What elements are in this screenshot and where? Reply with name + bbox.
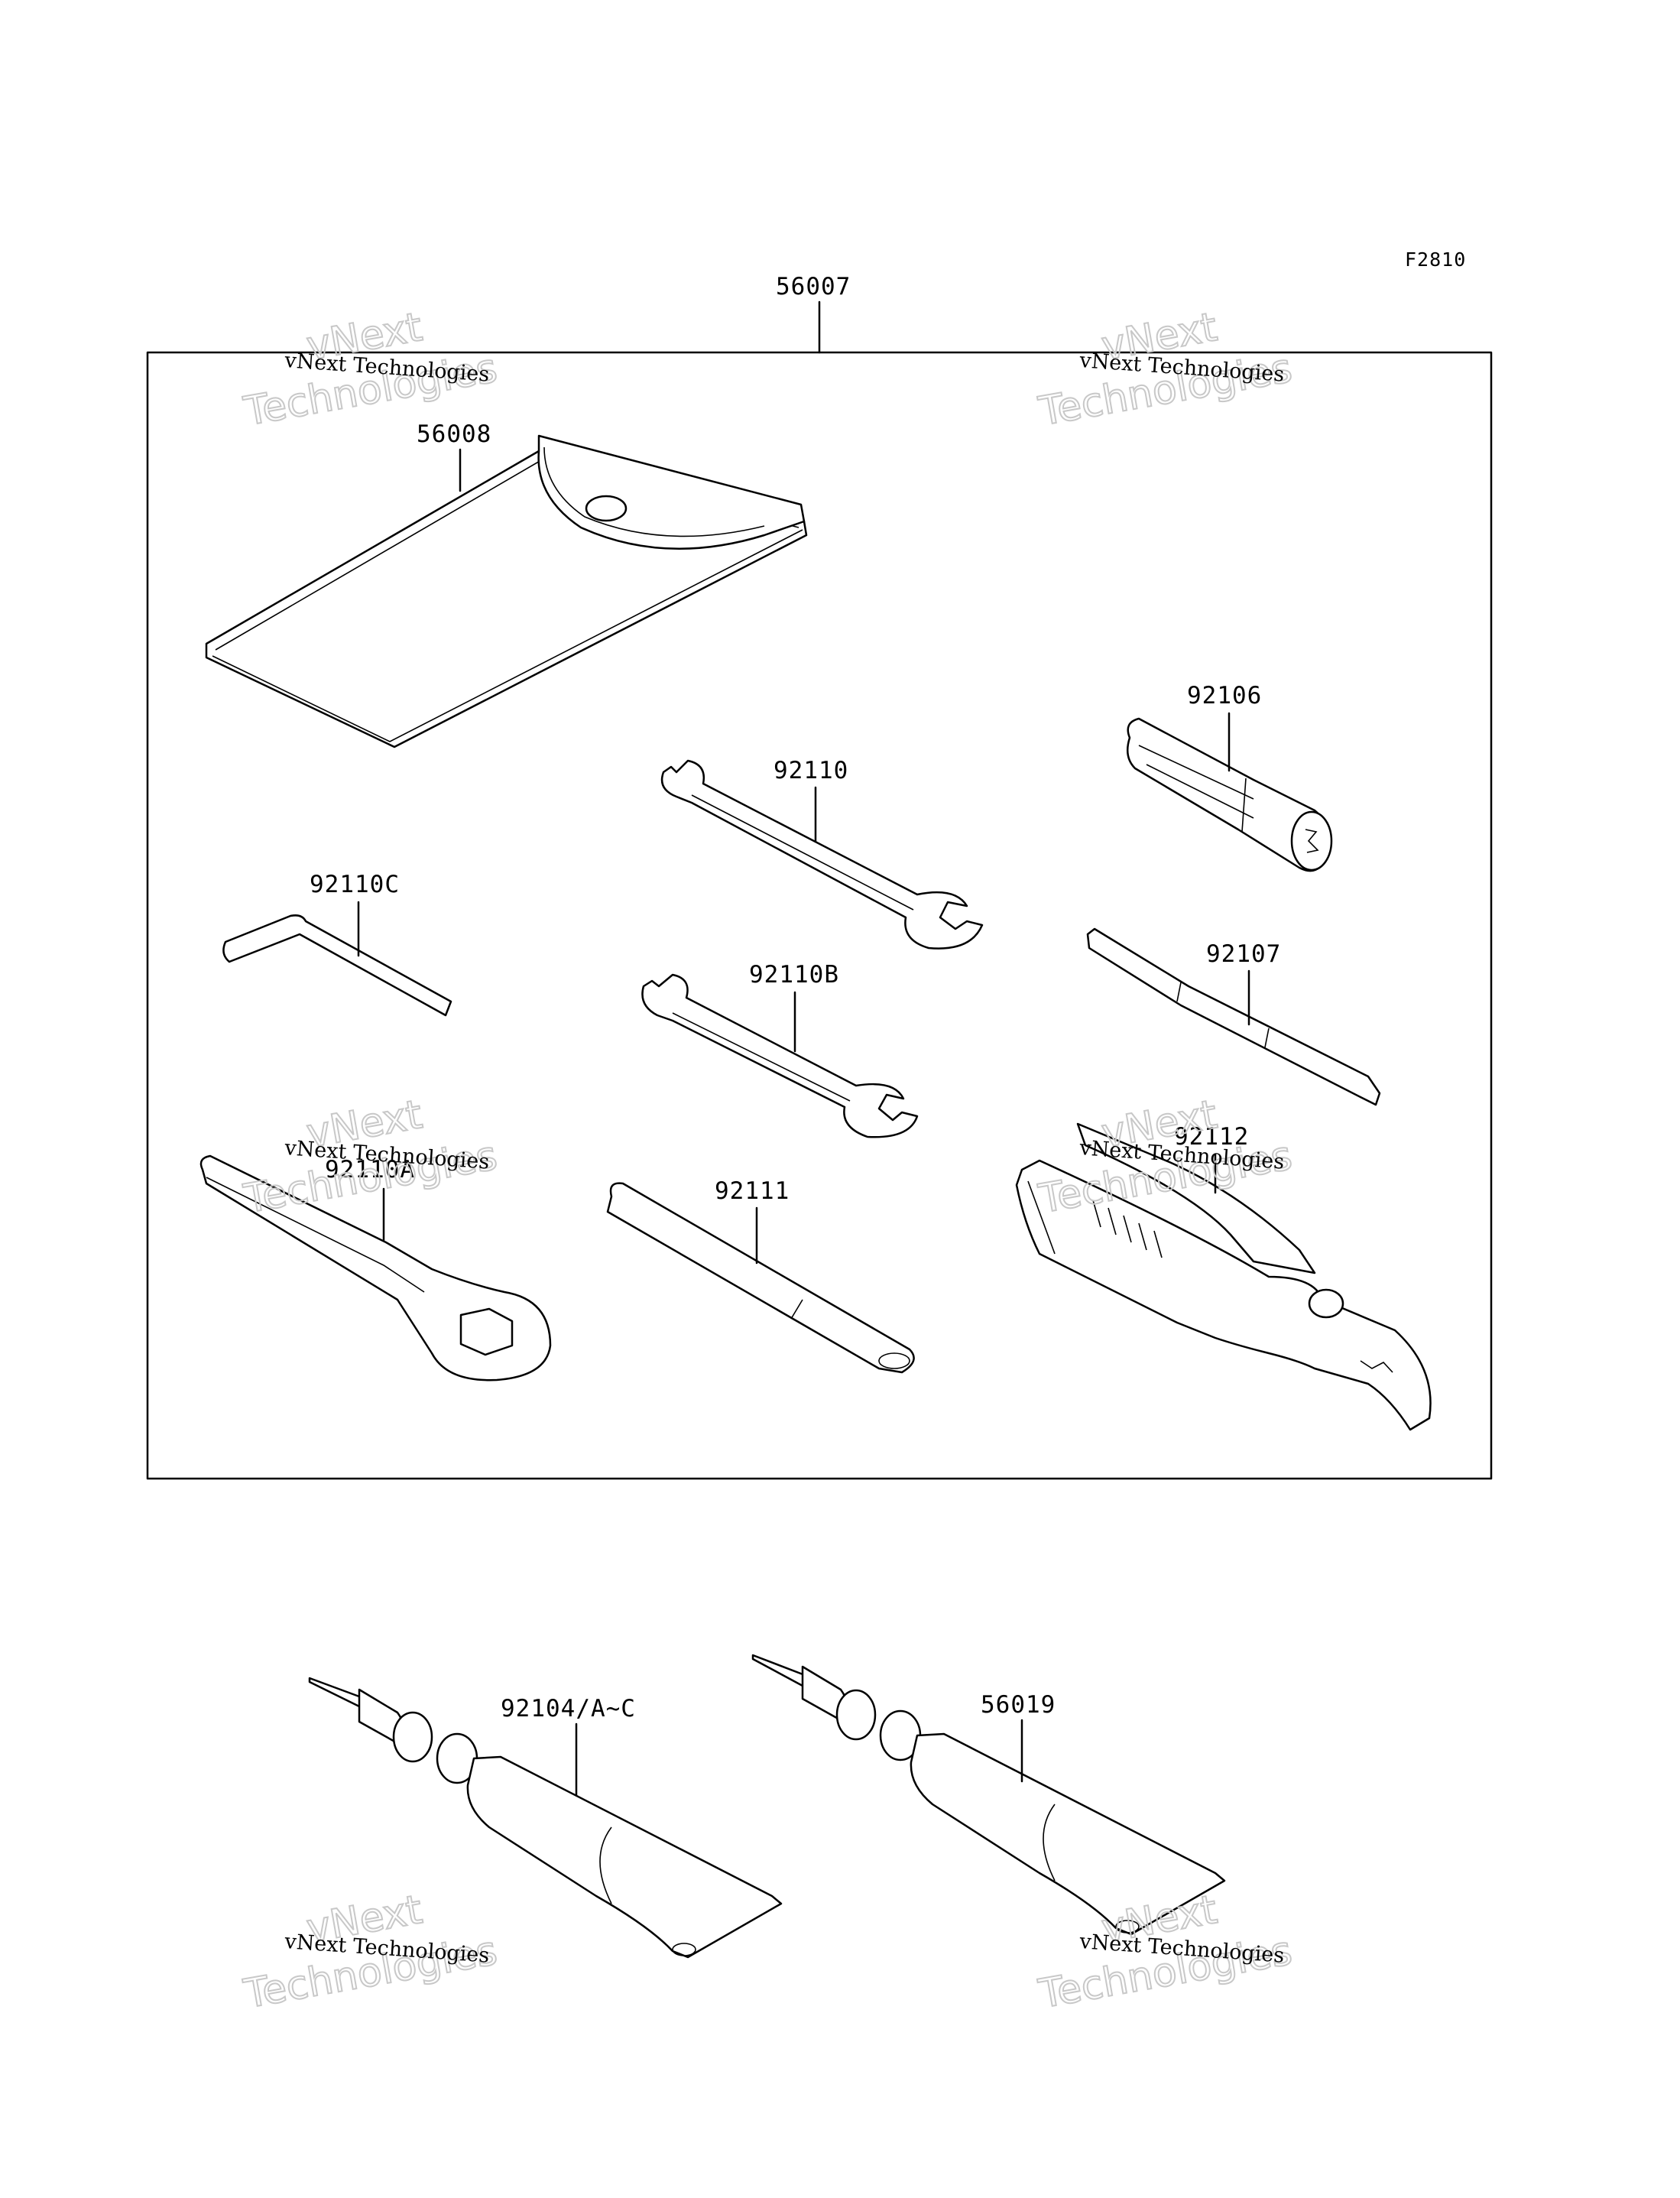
figure-code: F2810 bbox=[1405, 248, 1466, 271]
grease-tube-1 bbox=[308, 1677, 783, 1959]
part-label-92107[interactable]: 92107 bbox=[1206, 940, 1281, 968]
screwdriver-grip bbox=[1126, 717, 1333, 872]
open-wrench-92110 bbox=[660, 759, 984, 950]
part-label-56007[interactable]: 56007 bbox=[776, 273, 851, 300]
part-label-56008[interactable]: 56008 bbox=[417, 420, 491, 448]
part-label-92110c[interactable]: 92110C bbox=[310, 871, 400, 898]
pliers bbox=[1015, 1122, 1432, 1431]
part-label-92104[interactable]: 92104/A~C bbox=[501, 1695, 636, 1722]
part-label-56019[interactable]: 56019 bbox=[981, 1691, 1056, 1719]
grease-tube-2 bbox=[751, 1654, 1226, 1936]
hex-key bbox=[222, 914, 452, 1017]
screwdriver bbox=[1086, 927, 1381, 1106]
part-label-92112[interactable]: 92112 bbox=[1174, 1123, 1249, 1151]
tool-bag bbox=[205, 434, 808, 748]
kit-frame bbox=[146, 300, 1493, 1480]
open-wrench-92110b bbox=[641, 973, 919, 1138]
part-label-92111[interactable]: 92111 bbox=[715, 1177, 790, 1205]
extension-bar bbox=[606, 1182, 915, 1374]
box-wrench bbox=[199, 1154, 552, 1381]
part-label-92110a[interactable]: 92110A bbox=[325, 1156, 415, 1183]
part-label-92110b[interactable]: 92110B bbox=[749, 961, 839, 989]
part-label-92110[interactable]: 92110 bbox=[774, 757, 848, 784]
part-label-92106[interactable]: 92106 bbox=[1187, 682, 1262, 709]
